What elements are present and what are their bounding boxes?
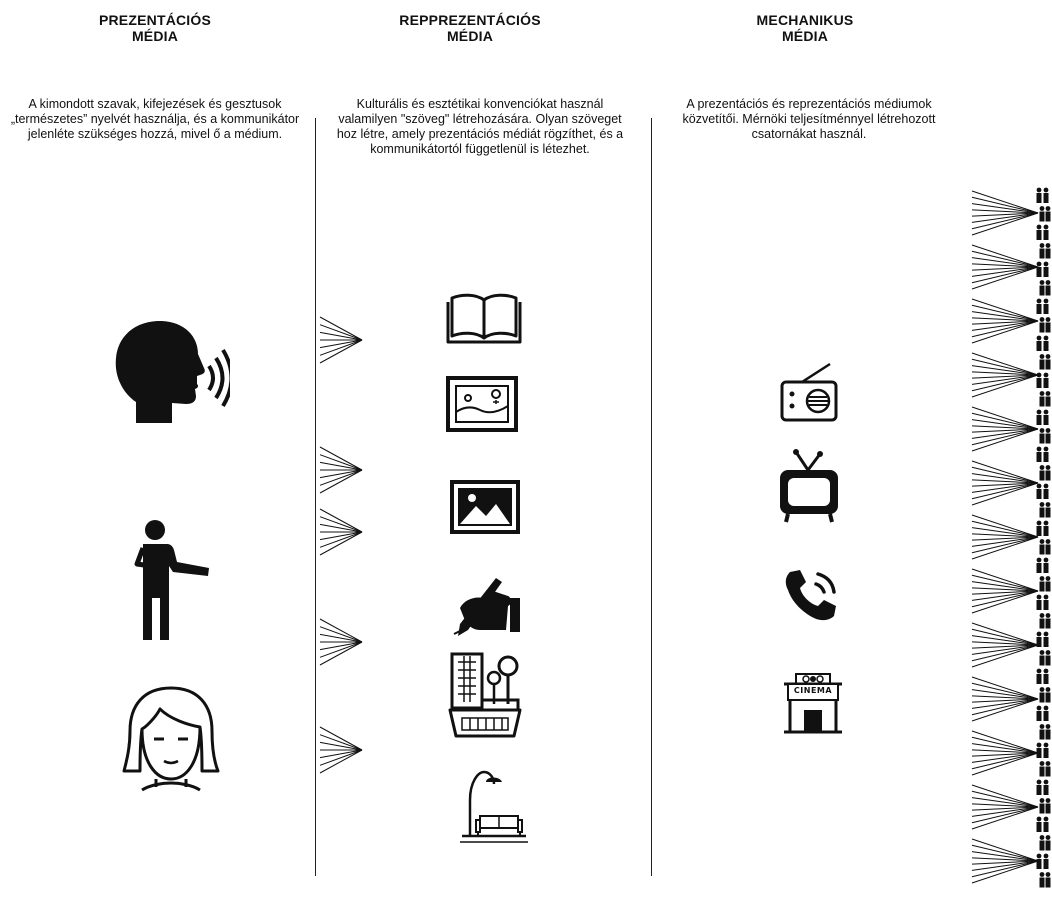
column-divider-left [315, 118, 316, 876]
column-description-mechanical: A prezentációs és reprezentációs médiumo… [682, 97, 936, 141]
building-icon [448, 652, 522, 738]
gesturing-person-icon [134, 520, 209, 640]
photo-icon [450, 480, 520, 534]
column-title-line1: PREZENTÁCIÓS [98, 12, 212, 28]
column-divider-right [651, 118, 652, 876]
signal-fans-left [319, 316, 363, 774]
cinema-icon: CINEMA [778, 670, 848, 734]
column-description-presentational: A kimondott szavak, kifejezések és geszt… [10, 97, 300, 141]
column-title-line2: MÉDIA [781, 28, 829, 44]
book-icon [446, 293, 522, 344]
radio-icon [780, 362, 838, 422]
column-title-line2: MÉDIA [131, 28, 179, 44]
signal-fans-right [971, 187, 1051, 888]
phone-icon [785, 570, 836, 621]
crowd-figures [1036, 187, 1051, 888]
woman-face-icon [122, 686, 220, 792]
painting-frame-icon [446, 376, 518, 432]
column-title-line2: MÉDIA [446, 28, 494, 44]
cinema-sign-label: CINEMA [793, 686, 833, 695]
speaking-head-icon [115, 320, 230, 423]
column-title-line1: MECHANIKUS [756, 12, 854, 28]
column-title-presentational: PREZENTÁCIÓS MÉDIA [70, 12, 240, 44]
column-description-representational: Kulturális és esztétikai konvenciókat ha… [336, 97, 624, 156]
television-icon [780, 449, 838, 523]
column-title-line1: REPPREZENTÁCIÓS [399, 12, 541, 28]
column-title-mechanical: MECHANIKUS MÉDIA [720, 12, 890, 44]
column-title-representational: REPPREZENTÁCIÓS MÉDIA [370, 12, 570, 44]
writing-hand-icon [453, 578, 520, 636]
interior-lamp-sofa-icon [460, 770, 528, 843]
